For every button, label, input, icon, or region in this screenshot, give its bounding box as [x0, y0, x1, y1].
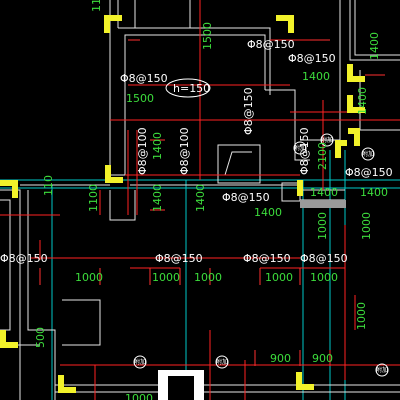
svg-text:附加: 附加	[134, 358, 146, 366]
axis-lines	[0, 150, 400, 400]
column-marker	[296, 372, 314, 390]
dimension-text: 1500	[126, 92, 154, 105]
svg-text:附加: 附加	[376, 366, 388, 374]
dimension-text: 1000	[310, 271, 338, 284]
dimension-text: 1000	[152, 271, 180, 284]
section-symbol-labels: 附加 附加 附加 附加 附加 附加	[134, 136, 388, 374]
column-marker	[347, 95, 365, 113]
dimension-text: 1000	[360, 212, 373, 240]
rebar-spec: Φ8@150	[298, 127, 311, 175]
rebar-spec: Φ8@150	[120, 72, 168, 85]
dimension-text: 1100	[87, 184, 100, 212]
column-marker	[58, 375, 76, 393]
beam-strip	[300, 200, 346, 208]
dimension-labels: 1500 1400 1400 1400 1400 1000 1000 1000 …	[34, 0, 388, 400]
dimension-text: 900	[312, 352, 333, 365]
column-marker	[335, 140, 347, 158]
rebar-spec: Φ8@100	[178, 127, 191, 175]
rebar-spec: Φ8@150	[288, 52, 336, 65]
dimension-text: 1400	[356, 87, 369, 115]
rebar-spec: Φ8@150	[242, 87, 255, 135]
dimension-text: 1400	[368, 32, 381, 60]
dimension-text: 1000	[355, 302, 368, 330]
dimension-ticks	[39, 39, 385, 366]
column-markers	[0, 15, 365, 393]
dimension-text: 110	[42, 175, 55, 196]
rebar-spec: Φ8@150	[345, 166, 393, 179]
dimension-text: 1500	[201, 22, 214, 50]
dimension-text: 1000	[265, 271, 293, 284]
dimension-text: 1000	[125, 392, 153, 400]
dimension-text: 500	[34, 327, 47, 348]
dimension-text: 1400	[360, 186, 388, 199]
svg-text:附加: 附加	[321, 136, 333, 144]
column-marker	[0, 330, 18, 348]
dimension-text: 1000	[316, 212, 329, 240]
rebar-spec: Φ8@150	[0, 252, 48, 265]
dimension-text: 900	[270, 352, 291, 365]
dimension-text: 1400	[254, 206, 282, 219]
rebar-spec: Φ8@150	[155, 252, 203, 265]
dimension-text: 1400	[310, 186, 338, 199]
rebar-spec: Φ8@150	[222, 191, 270, 204]
svg-text:附加: 附加	[294, 144, 306, 152]
column-marker	[276, 15, 294, 33]
column-marker	[105, 165, 123, 183]
rebar-spec: Φ8@100	[136, 127, 149, 175]
column-marker	[104, 15, 122, 33]
column-marker	[0, 180, 18, 198]
dimension-text: 1400	[302, 70, 330, 83]
slab-thickness-callout	[165, 78, 211, 98]
rebar-spec: Φ8@150	[247, 38, 295, 51]
dimension-text: 1400	[151, 184, 164, 212]
dimension-text: 110	[90, 0, 103, 12]
section-symbols	[133, 133, 389, 377]
dimension-text: 2100	[316, 142, 329, 170]
dimension-text: 1000	[194, 271, 222, 284]
column-marker	[348, 128, 360, 146]
svg-text:附加: 附加	[216, 358, 228, 366]
rebar-spec-labels: Φ8@150 Φ8@150 Φ8@150 h=150 Φ8@150 Φ8@150…	[0, 38, 393, 265]
slab-thickness-label: h=150	[173, 82, 210, 95]
column-marker	[347, 64, 365, 82]
dimension-text: 1000	[75, 271, 103, 284]
rebar-spec: Φ8@150	[300, 252, 348, 265]
dimension-text: 1400	[194, 184, 207, 212]
dimension-text: 1400	[151, 132, 164, 160]
rebar-spec: Φ8@150	[243, 252, 291, 265]
column-marker	[297, 180, 303, 196]
svg-text:附加: 附加	[362, 150, 374, 158]
